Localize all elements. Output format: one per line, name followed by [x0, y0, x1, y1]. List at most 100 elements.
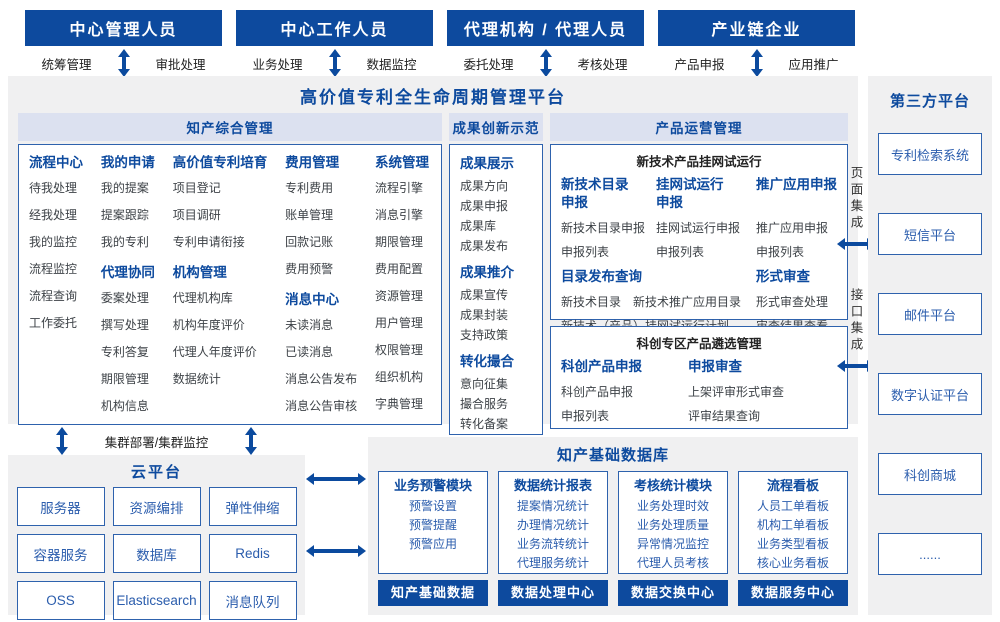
menu-item: 成果发布 — [460, 239, 509, 253]
group-sci-product-declare: 科创产品申报 科创产品申报申报列表 — [561, 354, 688, 428]
spacer — [756, 198, 837, 216]
menu-item: 申报列表 — [561, 409, 610, 423]
group-items: 上架评审形式审查评审结果查询 — [688, 380, 815, 428]
menu-item: 提案情况统计 — [516, 499, 589, 513]
menu-item: 专利申请衔接 — [172, 235, 245, 249]
menu-item: 代理服务统计 — [516, 556, 589, 570]
role-function-right: 审批处理 — [155, 57, 206, 72]
data-center-box: 数据交换中心 — [618, 580, 728, 606]
ip-database-modules: 业务预警模块 预警设置预警提醒预警应用 知产基础数据 数据统计报表 提案情况统计… — [368, 471, 858, 606]
menu-item: 预警提醒 — [408, 518, 457, 532]
group-header: 目录发布查询 — [561, 269, 642, 284]
menu-item: 支持政策 — [460, 328, 509, 342]
horizontal-double-arrow-icon — [837, 360, 875, 372]
menu-item: 我的专利 — [100, 235, 149, 249]
third-party-system-box: 科创商城 — [878, 453, 982, 495]
cloud-service-box: 服务器 — [16, 487, 105, 526]
ip-database-panel: 知产基础数据库 业务预警模块 预警设置预警提醒预警应用 知产基础数据 数据统计报… — [368, 437, 858, 615]
module-header: 数据统计报表 — [513, 478, 592, 493]
page-integration: 页面集成 — [837, 166, 875, 250]
menu-item: 业务处理时效 — [636, 499, 709, 513]
third-party-system-box: 邮件平台 — [878, 293, 982, 335]
group-items: 意向征集撮合服务转化备案 — [460, 374, 542, 434]
menu-item: 意向征集 — [460, 377, 509, 391]
menu-item: 组织机构 — [374, 370, 423, 384]
data-center-box: 数据服务中心 — [738, 580, 848, 606]
menu-item: 用户管理 — [374, 316, 423, 330]
role-functions: 统筹管理 审批处理 — [25, 46, 222, 80]
group-header: 我的申请 — [100, 155, 155, 170]
ip-column-process-center: 流程中心 待我处理经我处理我的监控流程监控流程查询工作委托 — [29, 151, 83, 420]
menu-item: 期限管理 — [374, 235, 423, 249]
module-assessment-statistics: 考核统计模块 业务处理时效业务处理质量异常情况监控代理人员考核 数据交换中心 — [618, 471, 728, 606]
section-body: 流程中心 待我处理经我处理我的监控流程监控流程查询工作委托 我的申请 我的提案提… — [18, 144, 442, 425]
menu-item: 核心业务看板 — [756, 556, 829, 570]
menu-item: 挂网试运行申报 — [656, 221, 741, 235]
menu-item: 成果方向 — [460, 179, 509, 193]
cloud-service-box: Elasticsearch — [112, 581, 201, 620]
menu-item: 撮合服务 — [460, 397, 509, 411]
vertical-double-arrow-icon — [117, 49, 130, 77]
cloud-service-box: 数据库 — [112, 534, 201, 573]
cloud-service-box: 弹性伸缩 — [208, 487, 297, 526]
menu-item: 委案处理 — [100, 291, 149, 305]
ip-database-title: 知产基础数据库 — [556, 447, 669, 464]
role-industry-chain-enterprises: 产业链企业 产品申报 应用推广 — [658, 10, 855, 80]
group-items: 挂网试运行申报申报列表 — [656, 216, 756, 264]
group-online-trial: 挂网试运行申报 挂网试运行申报申报列表 — [656, 172, 756, 264]
menu-item: 期限管理 — [100, 372, 149, 386]
section-product-operation: 产品运营管理 新技术产品挂网试运行 新技术目录申报 新技术目录申报申报列表 挂网… — [550, 113, 848, 429]
third-party-system-box: 专利检索系统 — [878, 133, 982, 175]
role-function-left: 业务处理 — [252, 57, 303, 72]
group-items: 新技术目录申报申报列表 — [561, 216, 656, 264]
module-items: 预警设置预警提醒预警应用 — [379, 497, 487, 554]
menu-item: 消息引擎 — [374, 208, 423, 222]
third-party-system-box: ...... — [878, 533, 982, 575]
menu-item: 机构信息 — [100, 399, 149, 413]
menu-item: 工作委托 — [29, 316, 78, 330]
menu-item: 推广应用申报 — [756, 221, 829, 235]
menu-item: 转化备案 — [460, 417, 509, 431]
menu-item: 数据统计 — [172, 372, 221, 386]
cloud-service-box: 资源编排 — [112, 487, 201, 526]
panel-sci-tech-zone-selection: 科创专区产品遴选管理 科创产品申报 科创产品申报申报列表 申报审查 上架评审形式… — [550, 326, 848, 429]
role-center-managers: 中心管理人员 统筹管理 审批处理 — [25, 10, 222, 80]
module-business-warning: 业务预警模块 预警设置预警提醒预警应用 知产基础数据 — [378, 471, 488, 606]
role-function-left: 统筹管理 — [41, 57, 92, 72]
group-header: 代理协同 — [100, 265, 155, 280]
menu-item: 预警设置 — [408, 499, 457, 513]
cluster-link: 集群部署/集群监控 — [8, 427, 305, 455]
menu-item: 流程引擎 — [374, 181, 423, 195]
group-header: 推广应用申报 — [756, 177, 837, 192]
menu-item: 已读消息 — [285, 345, 334, 359]
menu-item: 成果封装 — [460, 308, 509, 322]
menu-item: 形式审查处理 — [756, 295, 829, 309]
group-items: 流程引擎消息引擎期限管理费用配置资源管理用户管理权限管理组织机构字典管理 — [375, 175, 429, 418]
section-body: 新技术产品挂网试运行 新技术目录申报 新技术目录申报申报列表 挂网试运行申报 挂… — [550, 144, 848, 429]
role-function-right: 数据监控 — [366, 57, 417, 72]
horizontal-double-arrow-icon — [306, 473, 366, 485]
menu-item: 办理情况统计 — [516, 518, 589, 532]
integration-label: 页面集成 — [848, 166, 863, 232]
cluster-label: 集群部署/集群监控 — [104, 435, 209, 450]
group-header: 成果推介 — [460, 265, 514, 280]
menu-item: 字典管理 — [374, 397, 423, 411]
menu-item: 机构年度评价 — [172, 318, 245, 332]
panel-title: 新技术产品挂网试运行 — [636, 155, 762, 169]
menu-item: 成果库 — [460, 219, 497, 233]
menu-item: 机构工单看板 — [756, 518, 829, 532]
group-items: 科创产品申报申报列表 — [561, 380, 688, 428]
panel-title: 科创专区产品遴选管理 — [636, 337, 762, 351]
section-title: 知产综合管理 — [18, 113, 442, 141]
panel-groups-row: 新技术目录申报 新技术目录申报申报列表 挂网试运行申报 挂网试运行申报申报列表 … — [551, 172, 847, 264]
menu-item: 我的监控 — [29, 235, 78, 249]
group-header: 形式审查 — [756, 269, 810, 284]
ip-column-system-management: 系统管理 流程引擎消息引擎期限管理费用配置资源管理用户管理权限管理组织机构字典管… — [375, 151, 429, 420]
role-title: 中心管理人员 — [25, 10, 222, 46]
menu-item: 权限管理 — [374, 343, 423, 357]
menu-item: 科创产品申报 — [561, 385, 634, 399]
vertical-double-arrow-icon — [328, 49, 341, 77]
group-items: 推广应用申报申报列表 — [756, 216, 837, 264]
api-integration: 接口集成 — [837, 288, 875, 372]
